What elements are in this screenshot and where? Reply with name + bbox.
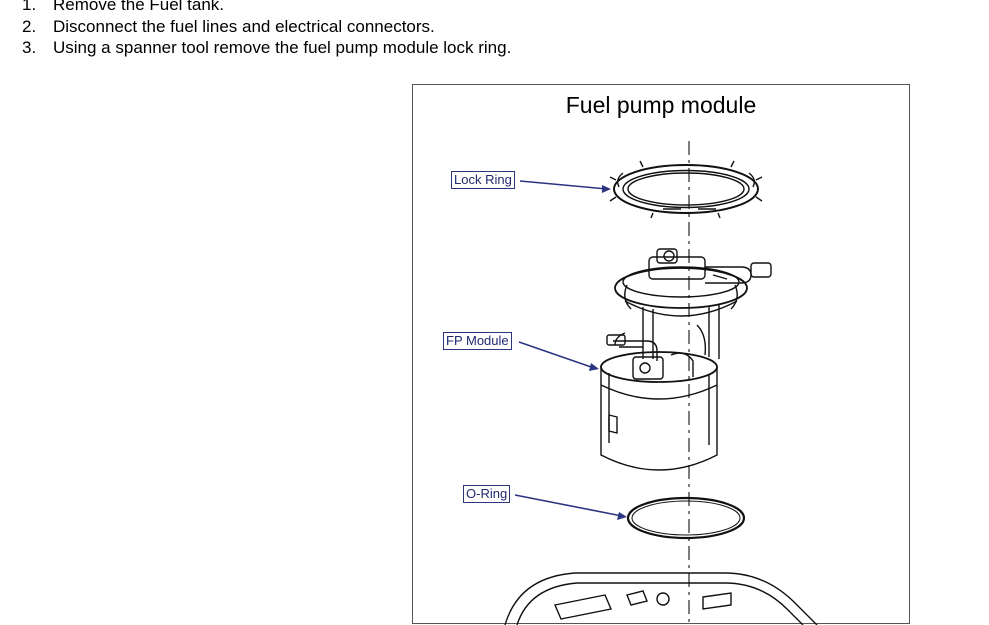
step-number: 1.	[22, 0, 37, 14]
callout-leaders	[514, 180, 627, 520]
fuel-pump-figure: Fuel pump module	[412, 84, 910, 625]
o-ring-callout: O-Ring	[463, 485, 511, 503]
module-flange-part	[614, 248, 772, 317]
lock-ring-callout: Lock Ring	[451, 171, 515, 189]
step-number: 3.	[22, 38, 37, 57]
reservoir-bucket-part	[600, 351, 718, 471]
step-text: Remove the Fuel tank.	[53, 0, 225, 14]
exploded-view-drawing	[504, 141, 818, 625]
lock-ring-part	[609, 160, 763, 219]
figure-title: Fuel pump module	[565, 92, 757, 118]
module-tubes-part	[606, 305, 720, 361]
step-text: Using a spanner tool remove the fuel pum…	[53, 38, 512, 57]
step-text: Disconnect the fuel lines and electrical…	[53, 16, 435, 36]
o-ring-part	[626, 496, 746, 540]
step-number: 2.	[22, 16, 37, 36]
fuel-tank-part	[504, 572, 818, 625]
fp-module-callout: FP Module	[443, 332, 512, 350]
